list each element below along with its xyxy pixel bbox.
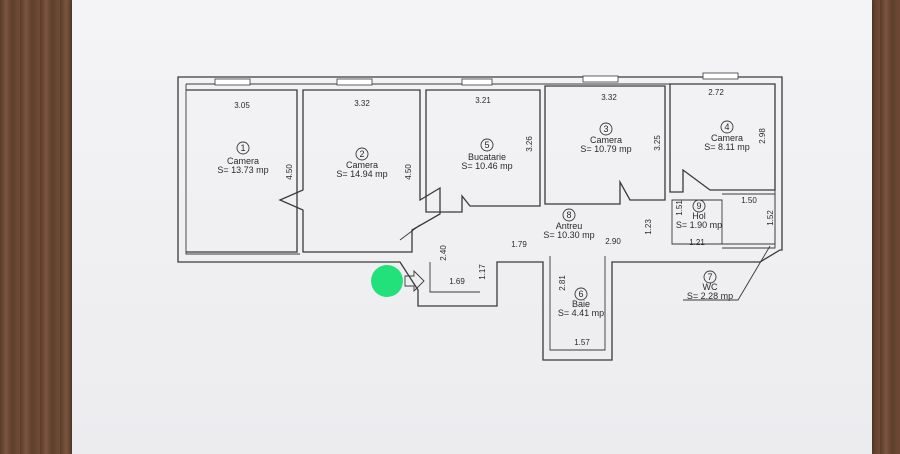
room-4-area: S= 8.11 mp xyxy=(704,142,750,152)
room-4-name: Camera xyxy=(711,133,743,143)
dim-ant-c: 2.90 xyxy=(605,237,621,246)
dim-ent-h: 1.17 xyxy=(478,264,487,280)
room-8-num: 8 xyxy=(566,210,571,220)
room-1-name: Camera xyxy=(227,156,259,166)
room-8: 8 Antreu S= 10.30 mp xyxy=(543,208,595,240)
room-4-num: 4 xyxy=(724,122,729,132)
room-7-name: WC xyxy=(703,282,718,292)
room-3-name: Camera xyxy=(590,135,622,145)
room-6-num: 6 xyxy=(578,289,583,299)
room-3: 3 Camera S= 10.79 mp xyxy=(580,122,632,154)
room-8-name: Antreu xyxy=(556,221,583,231)
dim-hol-a: 1.23 xyxy=(644,219,653,235)
room-9-num: 9 xyxy=(696,201,701,211)
dimensions: 3.05 4.50 3.32 4.50 3.21 3.26 3.32 3.25 … xyxy=(234,88,775,347)
room-5-num: 5 xyxy=(484,140,489,150)
dim-hol-w: 1.51 xyxy=(675,200,684,216)
dim-ant-a: 2.40 xyxy=(439,245,448,261)
room-9-name: Hol xyxy=(692,211,706,221)
room-2-num: 2 xyxy=(359,149,364,159)
dim-r1-w: 3.05 xyxy=(234,101,250,110)
dim-r4-h: 2.98 xyxy=(758,128,767,144)
location-marker-icon xyxy=(371,265,403,297)
room-7-area: S= 2.28 mp xyxy=(687,291,733,301)
interior-walls xyxy=(186,83,776,351)
room-2: 2 Camera S= 14.94 mp xyxy=(336,147,388,179)
dim-wc-top: 1.50 xyxy=(741,196,757,205)
dim-r5-w: 3.21 xyxy=(475,96,491,105)
room-6-area: S= 4.41 mp xyxy=(558,308,604,318)
dim-r2-w: 3.32 xyxy=(354,99,370,108)
room-3-area: S= 10.79 mp xyxy=(580,144,631,154)
room-3-num: 3 xyxy=(603,124,608,134)
room-1-area: S= 13.73 mp xyxy=(217,165,268,175)
dim-r1-h: 4.50 xyxy=(285,164,294,180)
room-1: 1 Camera S= 13.73 mp xyxy=(217,141,269,175)
room-5-name: Bucatarie xyxy=(468,152,506,162)
dim-baie-w: 1.57 xyxy=(574,338,590,347)
windows xyxy=(214,72,739,86)
room-8-area: S= 10.30 mp xyxy=(543,230,594,240)
entrance-arrow-icon xyxy=(404,269,425,293)
dim-r3-w: 3.32 xyxy=(601,93,617,102)
room-7: 7 WC S= 2.28 mp xyxy=(683,245,771,301)
room-9: 9 Hol S= 1.90 mp xyxy=(676,199,722,230)
room-4: 4 Camera S= 8.11 mp xyxy=(704,120,750,152)
room-6-name: Baie xyxy=(572,299,590,309)
room-5-area: S= 10.46 mp xyxy=(461,161,512,171)
dim-r2-h: 4.50 xyxy=(404,164,413,180)
dim-wc-side: 1.52 xyxy=(766,210,775,226)
room-9-area: S= 1.90 mp xyxy=(676,220,722,230)
dim-r4-w: 2.72 xyxy=(708,88,724,97)
dim-ant-d: 1.21 xyxy=(689,238,705,247)
paper-sheet xyxy=(72,0,872,454)
dim-baie-h: 2.81 xyxy=(558,275,567,291)
dim-ant-b: 1.79 xyxy=(511,240,527,249)
dim-ent-w: 1.69 xyxy=(449,277,465,286)
dim-r3-h: 3.25 xyxy=(653,135,662,151)
dim-r5-h: 3.26 xyxy=(525,136,534,152)
room-1-num: 1 xyxy=(240,143,245,153)
room-7-num: 7 xyxy=(707,272,712,282)
room-2-name: Camera xyxy=(346,160,378,170)
room-2-area: S= 14.94 mp xyxy=(336,169,387,179)
room-6: 6 Baie S= 4.41 mp xyxy=(558,287,604,318)
room-5: 5 Bucatarie S= 10.46 mp xyxy=(461,138,513,171)
